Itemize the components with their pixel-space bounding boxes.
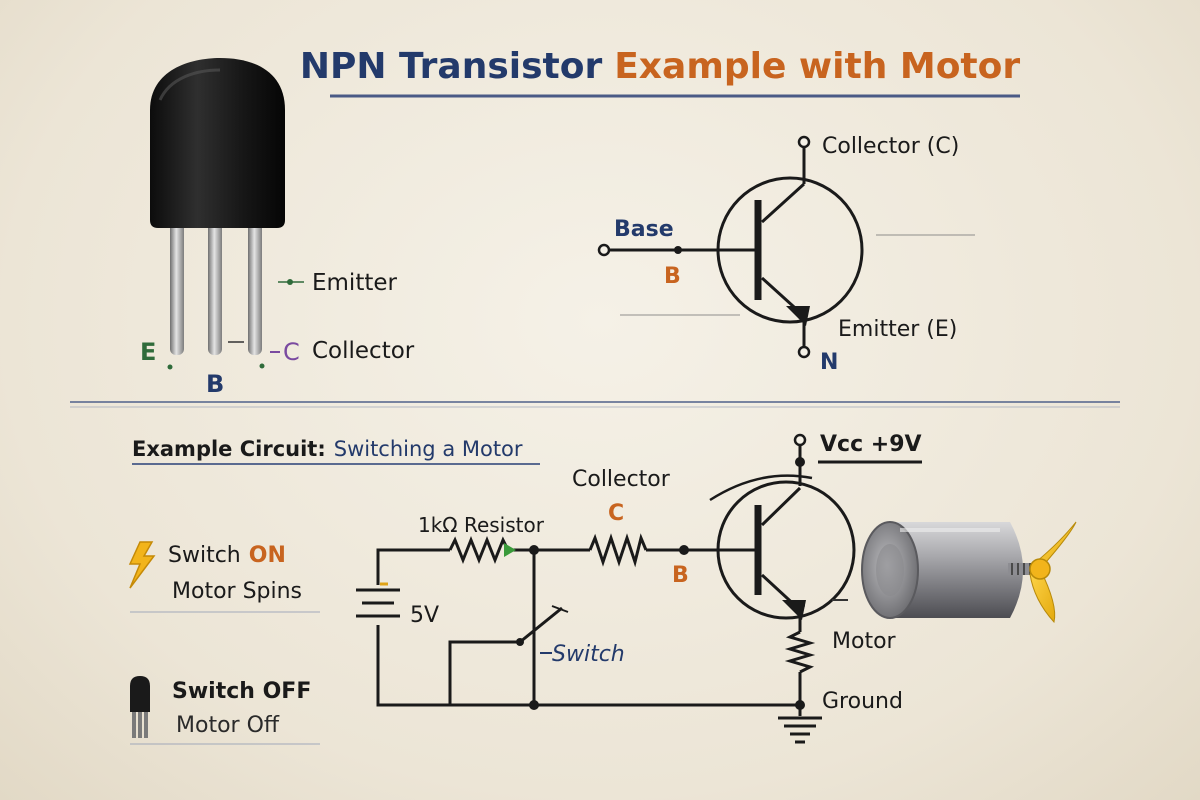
legend-on-title-part-1: Switch: [168, 543, 241, 568]
propeller-blade-1: [1035, 521, 1077, 570]
symbol-emitter-terminal: [797, 345, 811, 359]
symbol-base-letter: B: [664, 264, 681, 289]
legend-on-title: Switch ON: [168, 543, 286, 568]
base-resistor: [448, 535, 510, 565]
wire-battery-top: [376, 548, 450, 585]
emitter-resistor: [784, 630, 816, 674]
battery: [356, 582, 400, 618]
legend-on-subtitle: Motor Spins: [172, 579, 302, 604]
resistor-label: 1kΩ Resistor: [418, 513, 545, 537]
pin-leg-e: [170, 215, 184, 355]
legend-on-title-part-2: ON: [249, 543, 286, 568]
pin-leg-c: [248, 215, 262, 355]
body-highlight: [158, 68, 221, 101]
legend-off-subtitle: Motor Off: [176, 713, 280, 738]
collector-resistor: [588, 533, 648, 568]
circuit-base-letter: B: [672, 563, 689, 588]
switch-lever: [519, 606, 563, 644]
switch-cap: [551, 605, 569, 613]
transistor-icon-leg-1: [132, 712, 136, 738]
circuit-wires: [376, 440, 922, 716]
page-title: NPN Transistor Example with Motor: [300, 46, 1020, 87]
package-emitter-label: Emitter: [312, 270, 398, 296]
propeller-blade-2: [1029, 568, 1056, 624]
symbol-emitter-label: Emitter (E): [838, 317, 957, 342]
circuit-heading-part-2: Switching a Motor: [334, 437, 523, 461]
wire-ground-rail: [376, 625, 800, 707]
node-base: [679, 545, 689, 555]
motor-back-hub: [876, 544, 904, 596]
symbol-collector-label: Collector (C): [822, 134, 959, 159]
circuit-transistor-collector: [760, 486, 802, 527]
wire-switch-left: [448, 640, 520, 705]
base-resistor-marker: [504, 543, 516, 557]
package-collector-label: Collector: [312, 338, 415, 364]
battery-label: 5V: [410, 603, 439, 628]
symbol-collector-diag: [760, 182, 806, 224]
legend-off-title: Switch OFF: [172, 679, 311, 704]
symbol-emitter-arrow: [786, 306, 810, 326]
node-ground-left: [529, 700, 539, 710]
symbol-n-letter: N: [820, 350, 838, 375]
title-group: NPN Transistor Example with Motor: [300, 46, 1020, 98]
switch-label: Switch: [552, 642, 625, 667]
title-part-1: NPN Transistor: [300, 46, 603, 87]
propeller-hub: [1029, 558, 1051, 580]
legend-switch-on: Switch ON Motor Spins: [128, 541, 320, 613]
pin-label-c: C: [283, 338, 300, 366]
circuit-collector-letter: C: [608, 501, 624, 526]
transistor-body: [150, 58, 285, 228]
node-resistor-junction: [529, 545, 539, 555]
switch-pivot: [516, 638, 524, 646]
vcc-terminal: [793, 433, 807, 447]
transistor-icon: [130, 676, 150, 712]
npn-symbol: [597, 135, 864, 359]
pin-leg-b: [208, 215, 222, 355]
node-vcc: [795, 457, 805, 467]
ground-symbol: [778, 716, 822, 744]
pin-label-b: B: [206, 370, 224, 398]
ground-label: Ground: [822, 689, 903, 714]
dc-motor: [861, 521, 1077, 624]
circuit-heading-part-1: Example Circuit:: [132, 437, 326, 461]
transistor-icon-leg-3: [144, 712, 148, 738]
node-ground-right: [795, 700, 805, 710]
pin-label-e: E: [140, 338, 156, 366]
legend-switch-off: Switch OFF Motor Off: [130, 676, 320, 745]
vcc-label: Vcc +9V: [820, 432, 922, 457]
motor-body: [890, 522, 1023, 618]
pin-e-dot: [167, 364, 173, 370]
circuit-transistor-arrow: [782, 600, 806, 620]
circuit-transistor: [709, 474, 856, 620]
title-part-2: Example with Motor: [614, 46, 1020, 87]
symbol-base-node: [674, 246, 682, 254]
transistor-icon-leg-2: [138, 712, 142, 738]
circuit-transistor-arc: [709, 474, 813, 502]
transistor-package: E B C Emitter Collector: [140, 58, 415, 398]
lightning-icon: [128, 541, 156, 589]
symbol-base-label: Base: [614, 217, 674, 242]
circuit-heading: Example Circuit: Switching a Motor: [132, 437, 523, 461]
motor-label: Motor: [832, 629, 897, 654]
motor-shaft: [1008, 563, 1034, 575]
symbol-base-terminal: [597, 243, 611, 257]
circuit-transistor-circle: [716, 480, 856, 620]
push-switch: [516, 605, 569, 646]
circuit-collector-label: Collector: [572, 467, 671, 492]
symbol-collector-terminal: [797, 135, 811, 149]
pin-c-dot: [259, 363, 265, 369]
